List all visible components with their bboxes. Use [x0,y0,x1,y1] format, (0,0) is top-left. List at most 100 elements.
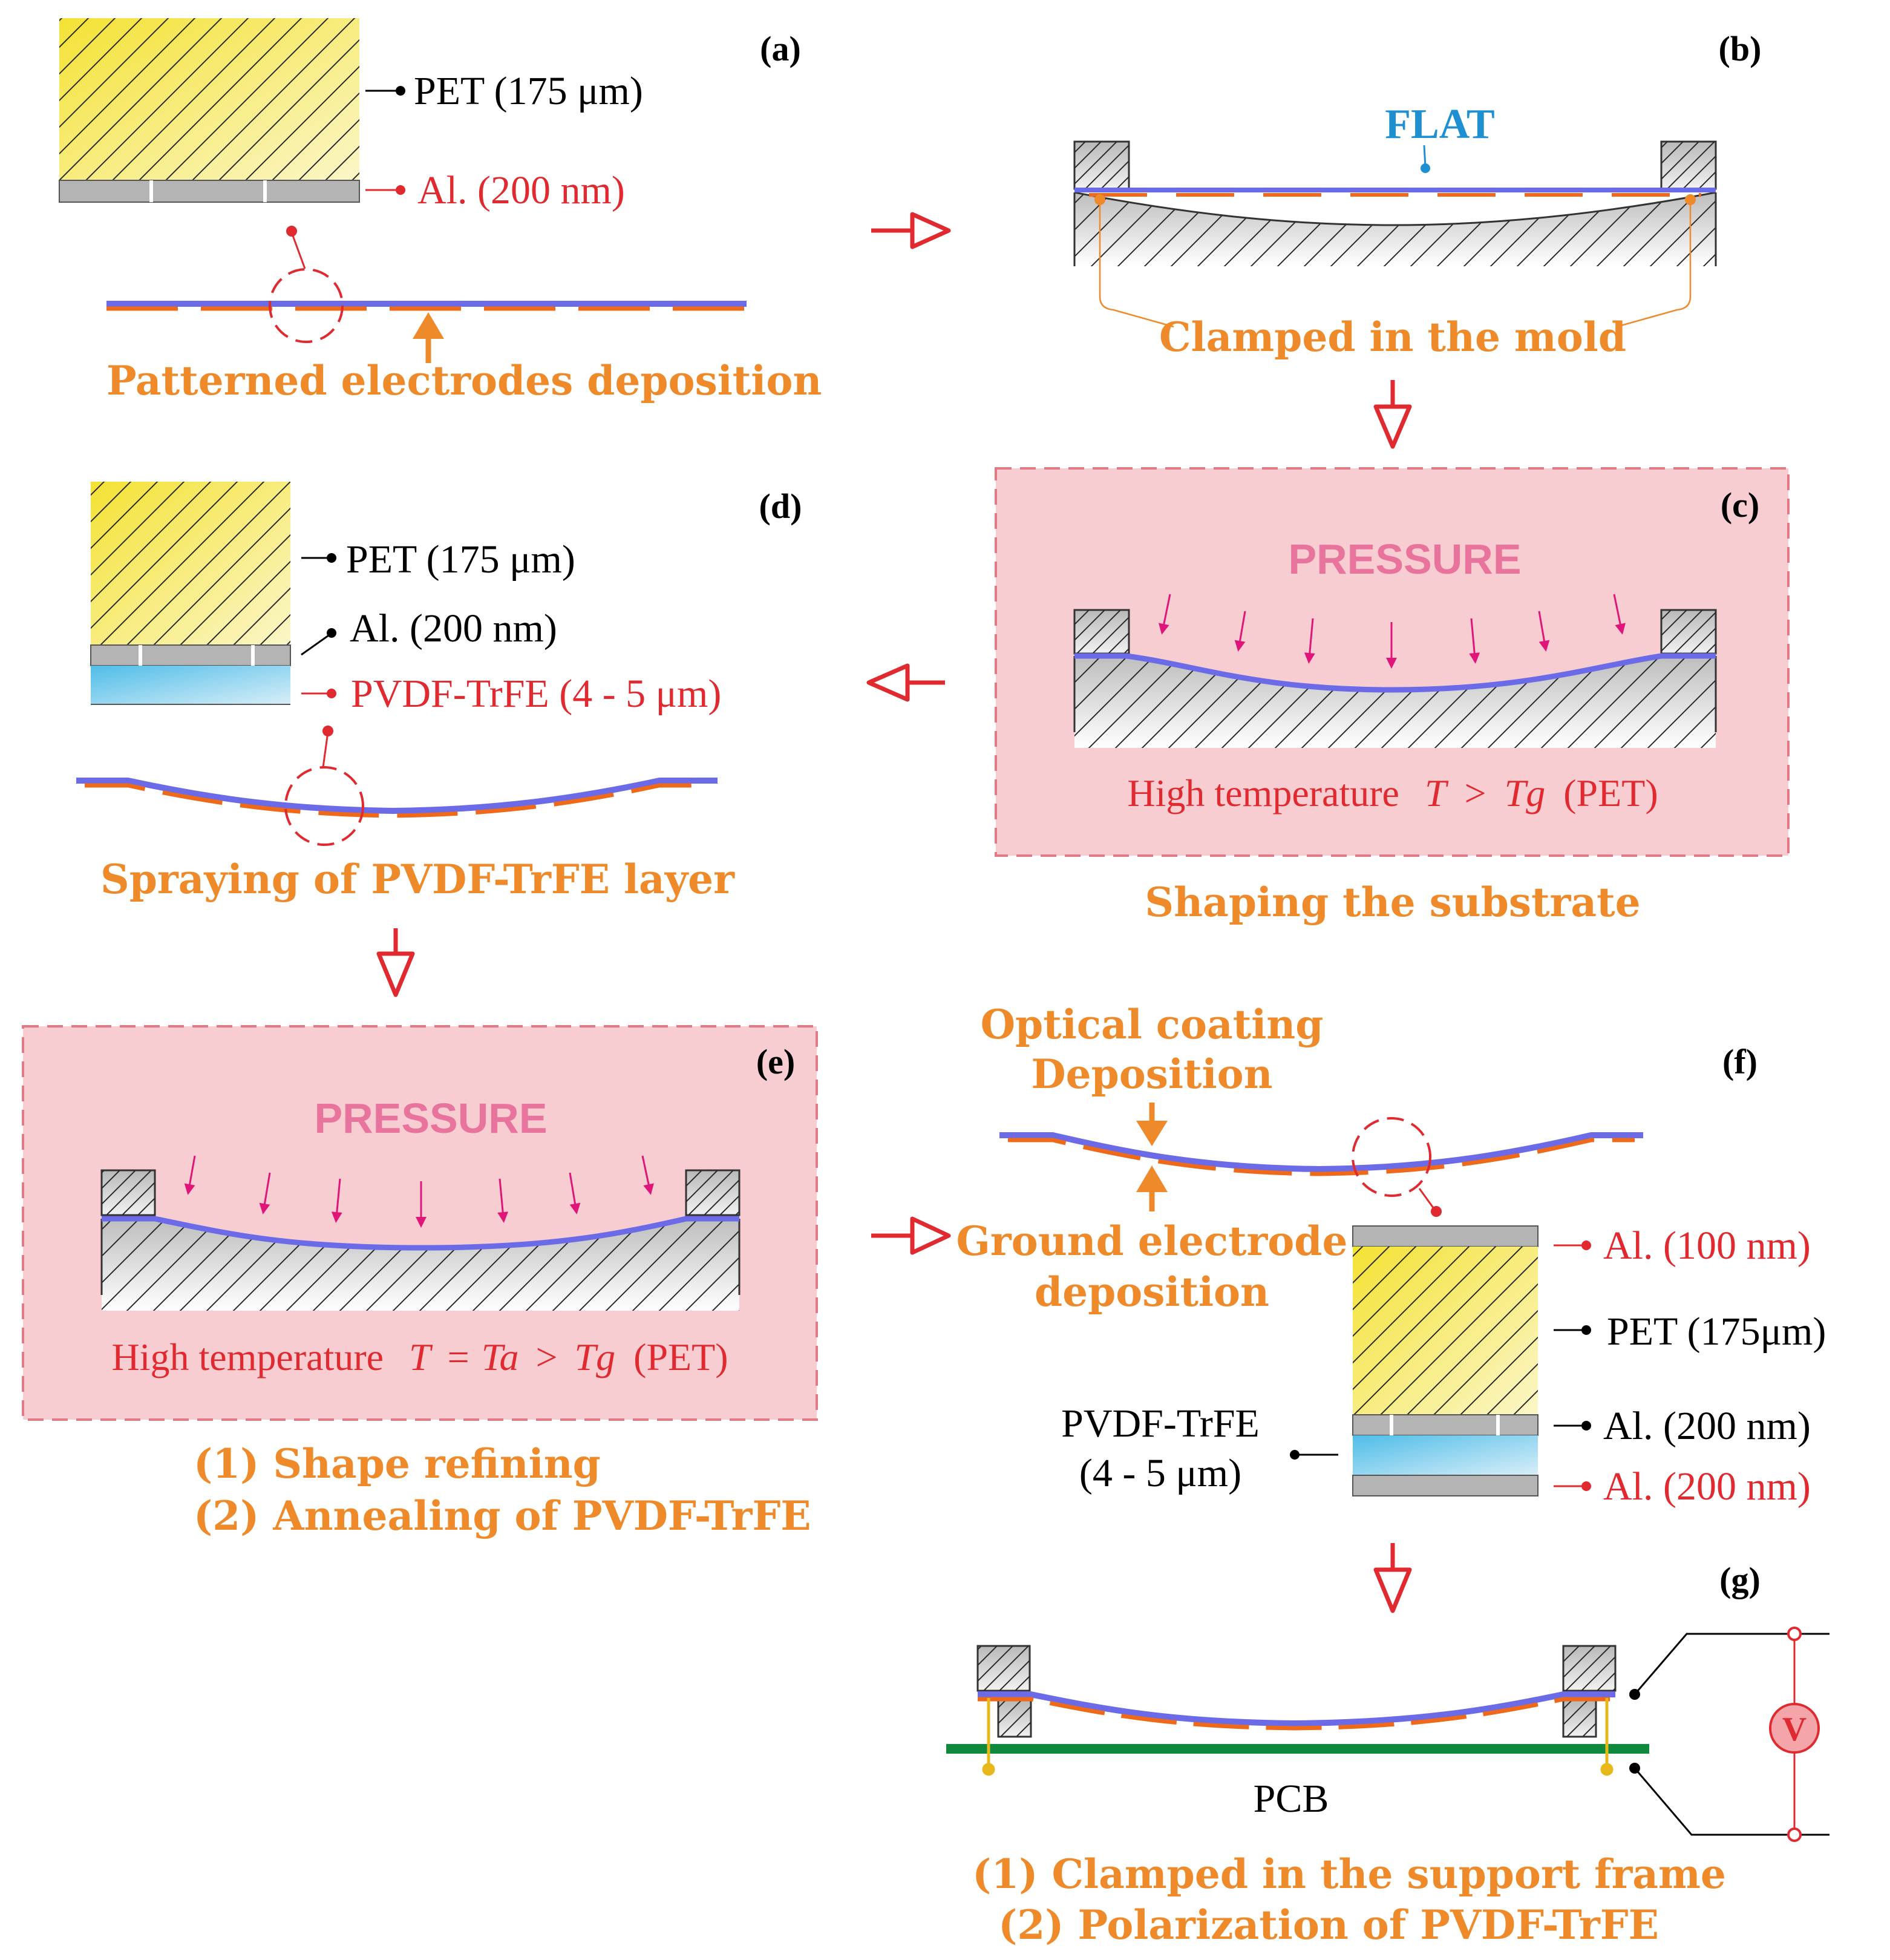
panel-e-caption-2: (2) Annealing of PVDF-TrFE [194,1492,811,1539]
temp-T: T [409,1336,433,1378]
optical-coating-label-1: Optical coating [981,1001,1324,1048]
terminal-bottom [1787,1827,1802,1842]
zoom-circle [1352,1117,1431,1197]
flow-arrow-d-e [376,928,415,997]
al-leader-dot [396,185,405,195]
mold-e [100,1169,741,1311]
layer-stack-f [1352,1225,1538,1496]
panel-d-caption: Spraying of PVDF-TrFE layer [100,856,735,903]
clamp-left-hatch [1074,142,1129,189]
curved-film-f [999,1132,1643,1176]
flow-arrow-e-f [871,1216,951,1255]
pressure-arrow [331,1178,342,1223]
panel-g: (g) PCB [946,1560,1830,1949]
pin-left-tip [982,1763,995,1776]
al-label: Al. (200 nm) [350,606,557,651]
deposition-arrow-up [413,312,444,363]
film-shaped [102,1216,739,1251]
al-label: Al. (200 nm) [417,168,625,212]
pressure-arrow [569,1172,581,1214]
pcb-label: PCB [1254,1777,1329,1821]
mold-c [1073,609,1717,748]
al-mid-layer [1352,1414,1538,1436]
patterned-electrodes [1008,1138,1635,1176]
pvdf-label: PVDF-TrFE (4 - 5 μm) [351,672,721,716]
panel-b-label: (b) [1719,29,1762,68]
temp-Ta: Ta [482,1336,519,1378]
pressure-arrow [1613,594,1626,635]
al-bottom-layer [1352,1475,1538,1496]
zoom-leader [290,232,306,269]
patterned-electrodes [85,783,709,818]
zoom-circle [269,268,344,343]
panel-f: (f) Optical coating Deposition Ground el… [956,1001,1826,1509]
ground-arrow-up [1136,1165,1168,1211]
pressure-arrow [1234,611,1246,652]
terminal-top [1787,1627,1802,1641]
mold-b [1073,140,1717,266]
pressure-arrow [1538,611,1550,652]
al-mid-label: Al. (200 nm) [1603,1404,1811,1448]
pogo-pins [982,1698,1614,1776]
temp-text: High temperature [1127,772,1399,814]
clamp-leader-right [1616,200,1692,328]
panel-d: (d) PET (175 μm) Al. (200 nm) PVDF-TrFE … [76,482,802,903]
al-top-layer [1352,1225,1538,1247]
support-frame [976,1645,1617,1738]
temperature-condition: High temperature T = Ta > Tg (PET) [111,1336,728,1378]
zoom-leader-dot [286,226,297,237]
clamp-right-hatch [1661,142,1716,189]
pvdf-layer [1353,1435,1538,1475]
film-substrate [999,1132,1643,1173]
pet-label: PET (175 μm) [346,537,575,582]
mold-hatch [1074,192,1716,266]
flow-arrow-c-d [866,663,945,702]
curved-film-g [978,1691,1615,1731]
film-shaped [1074,653,1716,693]
temp-op: > [535,1336,557,1378]
al-layer [59,180,360,203]
optical-arrow-down [1136,1103,1168,1146]
temp-T: T [1425,772,1449,814]
panel-b: (b) FLAT Clamped in the mold [1073,29,1762,361]
curved-film-d [76,778,718,818]
flow-arrow-f-g [1373,1543,1412,1613]
pressure-arrow [1304,618,1315,664]
voltmeter-label: V [1782,1711,1807,1748]
flat-leader-dot [1421,163,1430,173]
voltage-circuit: V [1629,1627,1830,1842]
flow-arrow-a-b [871,212,951,249]
panel-b-caption: Clamped in the mold [1159,313,1626,361]
panel-a: (a) PET (175 μm) Al. (200 nm) Patterned … [59,18,822,404]
pressure-label: PRESSURE [314,1095,547,1142]
pressure-arrow [497,1178,509,1223]
layer-stack-a [59,18,360,203]
pet-hatch [59,18,359,180]
pet-label: PET (175 μm) [414,69,643,113]
pet-label: PET (175μm) [1607,1309,1826,1354]
flow-arrow-b-c [1373,380,1412,449]
pressure-label: PRESSURE [1288,536,1521,583]
temp-text: High temperature [111,1336,384,1378]
panel-c: (c) PRESSURE High temperature T > T [995,467,1790,926]
optical-coating-label-2: Deposition [1031,1050,1272,1098]
pet-leader-dot [396,86,405,96]
flat-leader [1423,145,1427,168]
pvdf-layer [91,666,290,704]
ground-electrode-label-2: deposition [1035,1268,1269,1316]
pressure-arrows-c [1159,594,1626,669]
layer-stack-d [90,482,291,705]
panel-g-caption-1: (1) Clamped in the support frame [972,1850,1726,1898]
pvdf-label-1: PVDF-TrFE [1061,1401,1260,1446]
flat-film-a [106,301,747,311]
pressure-arrow [1469,618,1480,664]
panel-g-caption-2: (2) Polarization of PVDF-TrFE [998,1901,1659,1949]
panel-d-label: (d) [759,487,802,526]
film-substrate [978,1691,1615,1727]
panel-e-label: (e) [756,1042,795,1081]
panel-a-caption: Patterned electrodes deposition [106,357,822,404]
ground-electrode-label-1: Ground electrode [956,1218,1348,1265]
zoom-circle [284,766,364,846]
pressure-arrow [259,1172,271,1214]
clamp-leader-left [1099,200,1174,328]
